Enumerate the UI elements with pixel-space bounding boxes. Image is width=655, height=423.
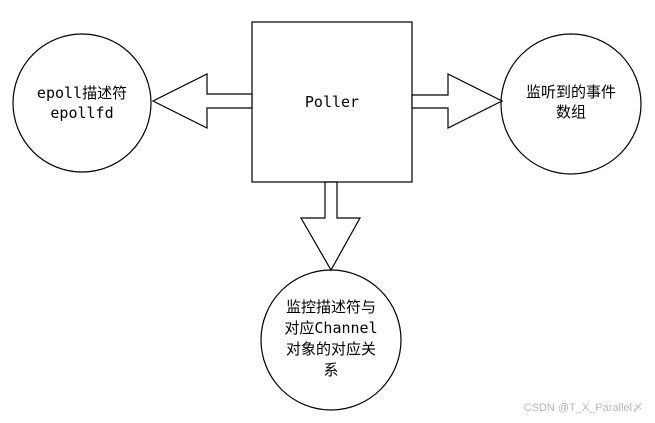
channel-map-label-line-3: 对象的对应关 — [286, 340, 376, 358]
channel-map-label-line-2: 对应Channel — [284, 319, 377, 337]
poller-label: Poller — [305, 93, 359, 111]
arrow-right — [411, 73, 504, 129]
arrow-left — [151, 73, 253, 129]
epoll-fd-label-line-2: epollfd — [50, 104, 113, 122]
events-array-label-line-2: 数组 — [556, 103, 586, 121]
epoll-fd-circle — [12, 33, 152, 173]
arrow-down — [299, 181, 362, 272]
events-array-circle — [500, 33, 642, 175]
events-array-label-line-1: 监听到的事件 — [526, 83, 616, 101]
csdn-watermark: CSDN @T_X_Parallel〆 — [523, 402, 643, 414]
poller-box — [251, 21, 413, 183]
channel-map-label-line-1: 监控描述符与 — [286, 298, 376, 316]
epoll-fd-label-line-1: epoll描述符 — [37, 84, 127, 102]
channel-map-label-line-4: 系 — [323, 361, 338, 379]
